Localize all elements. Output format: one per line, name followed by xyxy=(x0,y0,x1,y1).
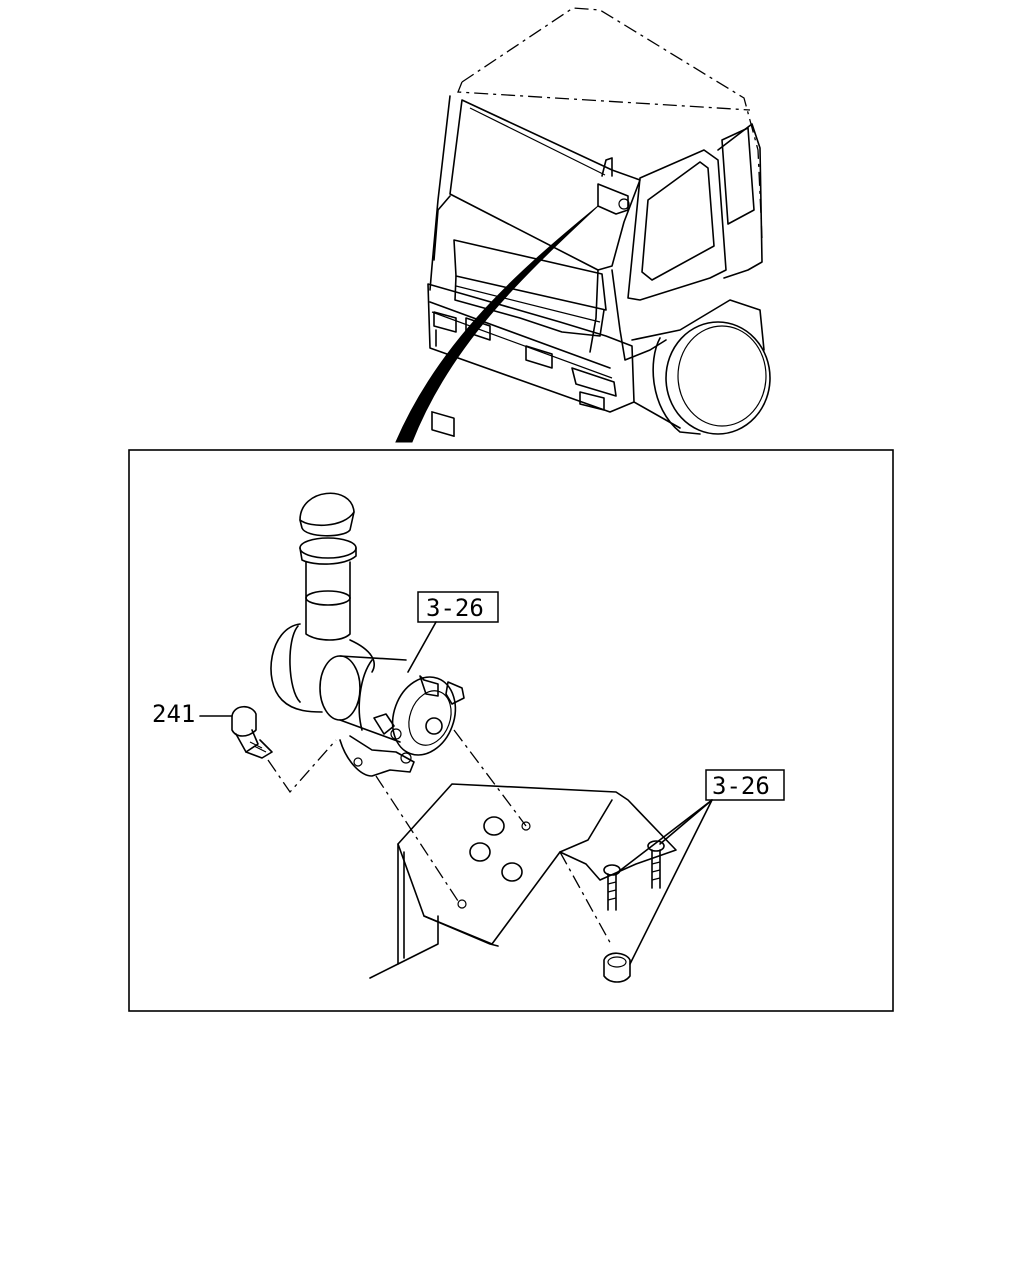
detail-frame xyxy=(128,449,894,1012)
bolt-241 xyxy=(231,705,273,759)
callout-ref-lower: 3-26 xyxy=(617,769,785,965)
assembly-lines xyxy=(267,729,613,947)
washer-pump-assembly xyxy=(270,492,465,777)
callout-241: 241 xyxy=(152,700,233,728)
callout-ref-upper: 3-26 xyxy=(407,591,499,673)
mounting-bracket xyxy=(369,783,677,983)
label-241: 241 xyxy=(152,700,195,728)
label-ref-lower: 3-26 xyxy=(712,772,770,800)
label-ref-upper: 3-26 xyxy=(426,594,484,622)
truck-cab-illustration xyxy=(395,7,771,443)
